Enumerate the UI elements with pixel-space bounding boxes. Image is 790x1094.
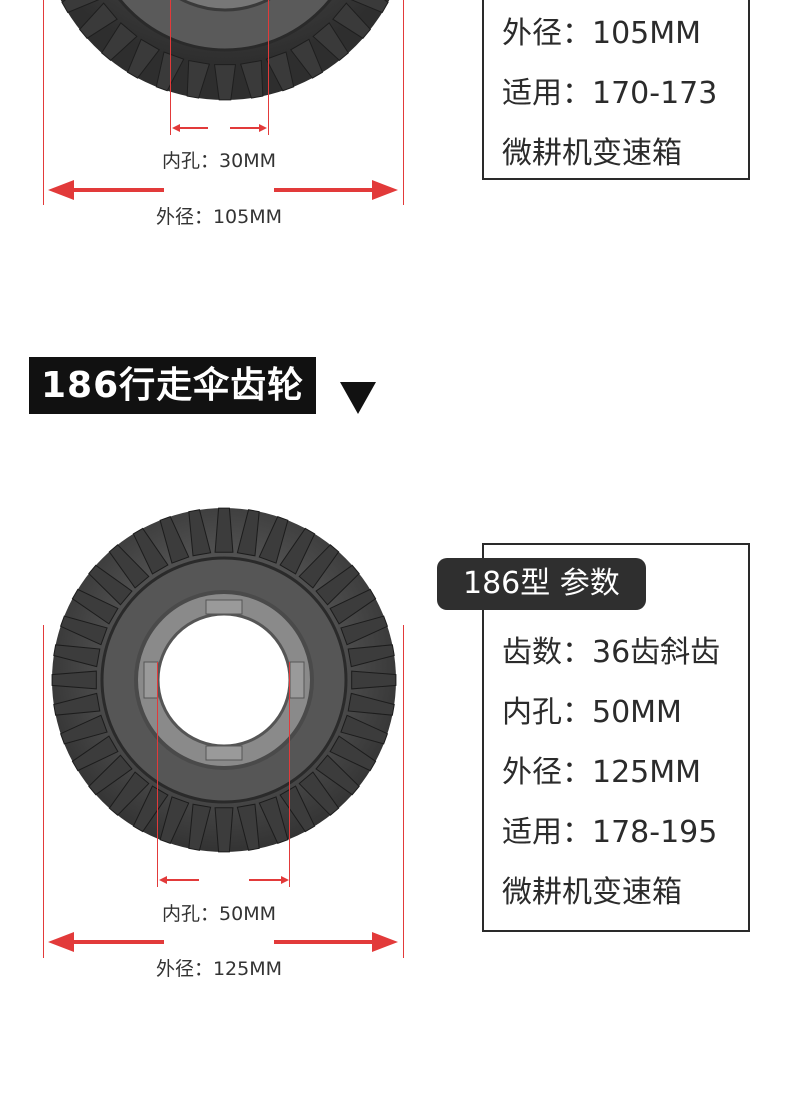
gear-tooth: [101, 22, 138, 62]
bottom-inner-left-line: [157, 662, 158, 887]
gear-tooth: [290, 38, 324, 79]
top-outer-dimension-arrows: [48, 180, 398, 200]
gear-tooth: [329, 588, 377, 625]
top-param-usage: 微耕机变速箱: [502, 136, 682, 171]
top-inner-left-line: [170, 0, 171, 135]
gear-tooth: [188, 803, 212, 851]
gear-tooth: [258, 515, 289, 564]
gear-tooth: [51, 670, 97, 690]
bottom-outer-left-line: [43, 625, 44, 958]
gear-tooth: [265, 51, 295, 92]
gear-tooth: [332, 2, 372, 39]
gear-tooth: [298, 544, 340, 589]
top-outer-left-line: [43, 0, 44, 205]
gear-tooth: [132, 527, 169, 575]
top-gear-image: [60, 0, 390, 101]
top-param-outer: 外径：105MM: [502, 16, 702, 51]
gear-tooth: [186, 59, 210, 99]
top-inner-right-line: [268, 0, 269, 135]
gear-tooth: [61, 0, 100, 14]
bottom-param-usage: 微耕机变速箱: [502, 875, 682, 910]
gear-tooth: [214, 507, 234, 553]
top-inner-diameter-label: 内孔：30MM: [162, 150, 276, 172]
gear-tooth: [279, 785, 316, 833]
gear-tooth: [53, 644, 101, 668]
top-inner-dimension-arrows: [172, 124, 267, 132]
gear-tooth: [279, 527, 316, 575]
gear-tooth: [78, 2, 118, 39]
gear-tooth: [59, 615, 108, 646]
gear-tooth: [236, 803, 260, 851]
gear-tooth: [188, 509, 212, 557]
bottom-gear-image: [51, 507, 397, 853]
bottom-param-teeth: 齿数：36齿斜齿: [502, 635, 721, 670]
gear-tooth: [312, 22, 349, 62]
bottom-param-inner: 内孔：50MM: [502, 695, 682, 730]
top-params-box: 外径：105MM 适用：170-173 微耕机变速箱: [482, 0, 750, 180]
bottom-param-applicable: 适用：178-195: [502, 815, 718, 850]
gear-tooth: [340, 714, 389, 745]
gear-tooth: [351, 670, 397, 690]
gear-tooth: [315, 754, 360, 796]
bottom-inner-dimension-arrows: [159, 876, 289, 884]
gear-tooth: [315, 564, 360, 606]
bottom-params-tag: 186型 参数: [437, 558, 646, 610]
bottom-param-outer: 外径：125MM: [502, 755, 702, 790]
gear-tooth: [126, 38, 160, 79]
section-title: 186行走伞齿轮: [29, 357, 317, 414]
gear-tooth: [108, 771, 150, 816]
top-outer-diameter-label: 外径：105MM: [155, 206, 283, 228]
gear-tooth: [347, 692, 395, 716]
gear-tooth: [236, 509, 260, 557]
bottom-outer-diameter-label: 外径：125MM: [155, 958, 283, 980]
gear-tooth: [340, 615, 389, 646]
gear-tooth: [240, 59, 264, 99]
top-param-applicable: 适用：170-173: [502, 76, 718, 111]
gear-tooth: [347, 644, 395, 668]
bottom-outer-right-line: [403, 625, 404, 958]
gear-tooth: [88, 754, 133, 796]
bottom-outer-dimension-arrows: [48, 932, 398, 952]
gear-tooth: [350, 0, 389, 14]
gear-tooth: [213, 64, 237, 101]
gear-tooth: [53, 692, 101, 716]
gear-tooth: [159, 796, 190, 845]
gear-tooth: [88, 564, 133, 606]
down-triangle-icon: [340, 382, 376, 414]
gear-tooth: [59, 714, 108, 745]
gear-tooth: [71, 588, 119, 625]
gear-tooth: [108, 544, 150, 589]
gear-tooth: [71, 735, 119, 772]
bottom-inner-right-line: [289, 662, 290, 887]
gear-tooth: [258, 796, 289, 845]
top-outer-right-line: [403, 0, 404, 205]
gear-tooth: [329, 735, 377, 772]
gear-tooth: [214, 807, 234, 853]
gear-tooth: [159, 515, 190, 564]
gear-tooth: [298, 771, 340, 816]
bottom-inner-diameter-label: 内孔：50MM: [162, 903, 276, 925]
